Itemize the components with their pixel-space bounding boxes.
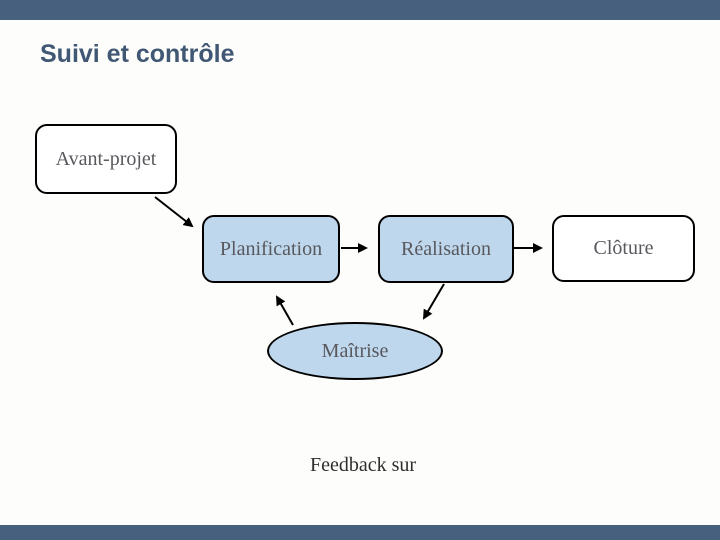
node-avant-projet-label: Avant-projet bbox=[55, 147, 157, 170]
slide-title: Suivi et contrôle bbox=[40, 40, 235, 68]
node-avant-projet: Avant-projet bbox=[35, 124, 177, 194]
node-planification-label: Planification bbox=[219, 237, 323, 260]
node-maitrise-ellipse: Maîtrise bbox=[267, 322, 443, 380]
arrow-maitrise-to-planification bbox=[276, 295, 294, 326]
node-maitrise-label: Maîtrise bbox=[321, 339, 389, 362]
feedback-text-block: Feedback sur - coûts - délais - qualité bbox=[310, 398, 416, 540]
bottom-accent-bar bbox=[0, 525, 720, 540]
node-planification: Planification bbox=[202, 215, 340, 283]
node-cloture-label: Clôture bbox=[593, 237, 654, 259]
node-cloture: Clôture bbox=[552, 215, 695, 282]
node-realisation: Réalisation bbox=[378, 215, 514, 283]
arrow-avant-to-planification bbox=[154, 196, 194, 228]
node-realisation-label: Réalisation bbox=[401, 237, 491, 260]
feedback-heading: Feedback sur bbox=[310, 454, 417, 476]
top-accent-bar bbox=[0, 0, 720, 20]
arrow-realisation-to-maitrise bbox=[422, 283, 445, 320]
